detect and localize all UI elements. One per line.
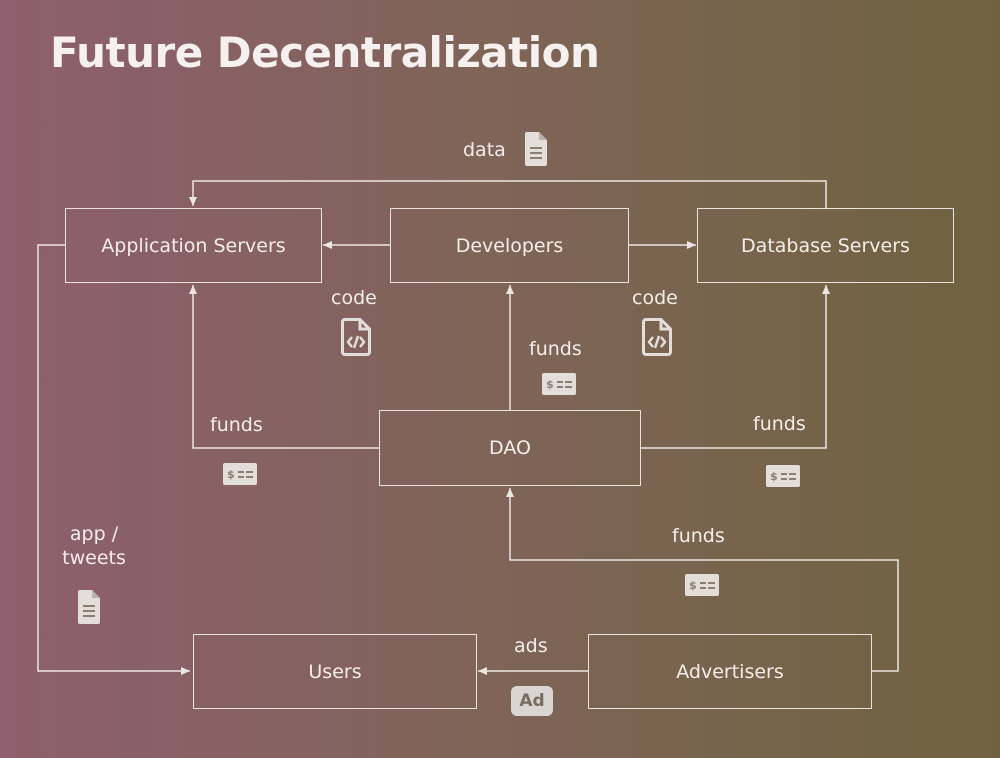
money-icon: $ (223, 463, 257, 485)
label-ads: ads (514, 635, 548, 657)
node-users: Users (193, 634, 477, 709)
money-icon: $ (542, 373, 576, 395)
document-icon (78, 590, 100, 624)
page-title: Future Decentralization (50, 28, 600, 77)
node-developers: Developers (390, 208, 629, 283)
document-icon (525, 132, 547, 166)
label-funds-db: funds (753, 413, 806, 435)
svg-text:$: $ (546, 378, 554, 391)
code-file-icon (642, 318, 672, 356)
money-icon: $ (766, 465, 800, 487)
label-funds-developers: funds (529, 338, 582, 360)
svg-text:$: $ (689, 579, 697, 592)
ad-badge-icon: Ad (511, 686, 553, 716)
label-data: data (463, 139, 506, 161)
label-code-right: code (632, 287, 678, 309)
label-code-left: code (331, 287, 377, 309)
node-application-servers: Application Servers (65, 208, 322, 283)
label-funds-advertisers: funds (672, 525, 725, 547)
edge-db-to-app-data (189, 180, 827, 208)
edge-app-to-users (37, 244, 190, 675)
label-funds-app: funds (210, 414, 263, 436)
edge-dao-to-db (640, 285, 830, 449)
svg-text:$: $ (770, 470, 778, 483)
node-advertisers: Advertisers (588, 634, 872, 709)
money-icon: $ (685, 574, 719, 596)
edge-adv-to-dao (506, 488, 899, 672)
node-dao: DAO (379, 410, 641, 486)
svg-text:$: $ (227, 468, 235, 481)
node-database-servers: Database Servers (697, 208, 954, 283)
label-app-tweets: app / tweets (62, 523, 126, 569)
edge-dao-to-app (189, 285, 379, 449)
code-file-icon (341, 318, 371, 356)
